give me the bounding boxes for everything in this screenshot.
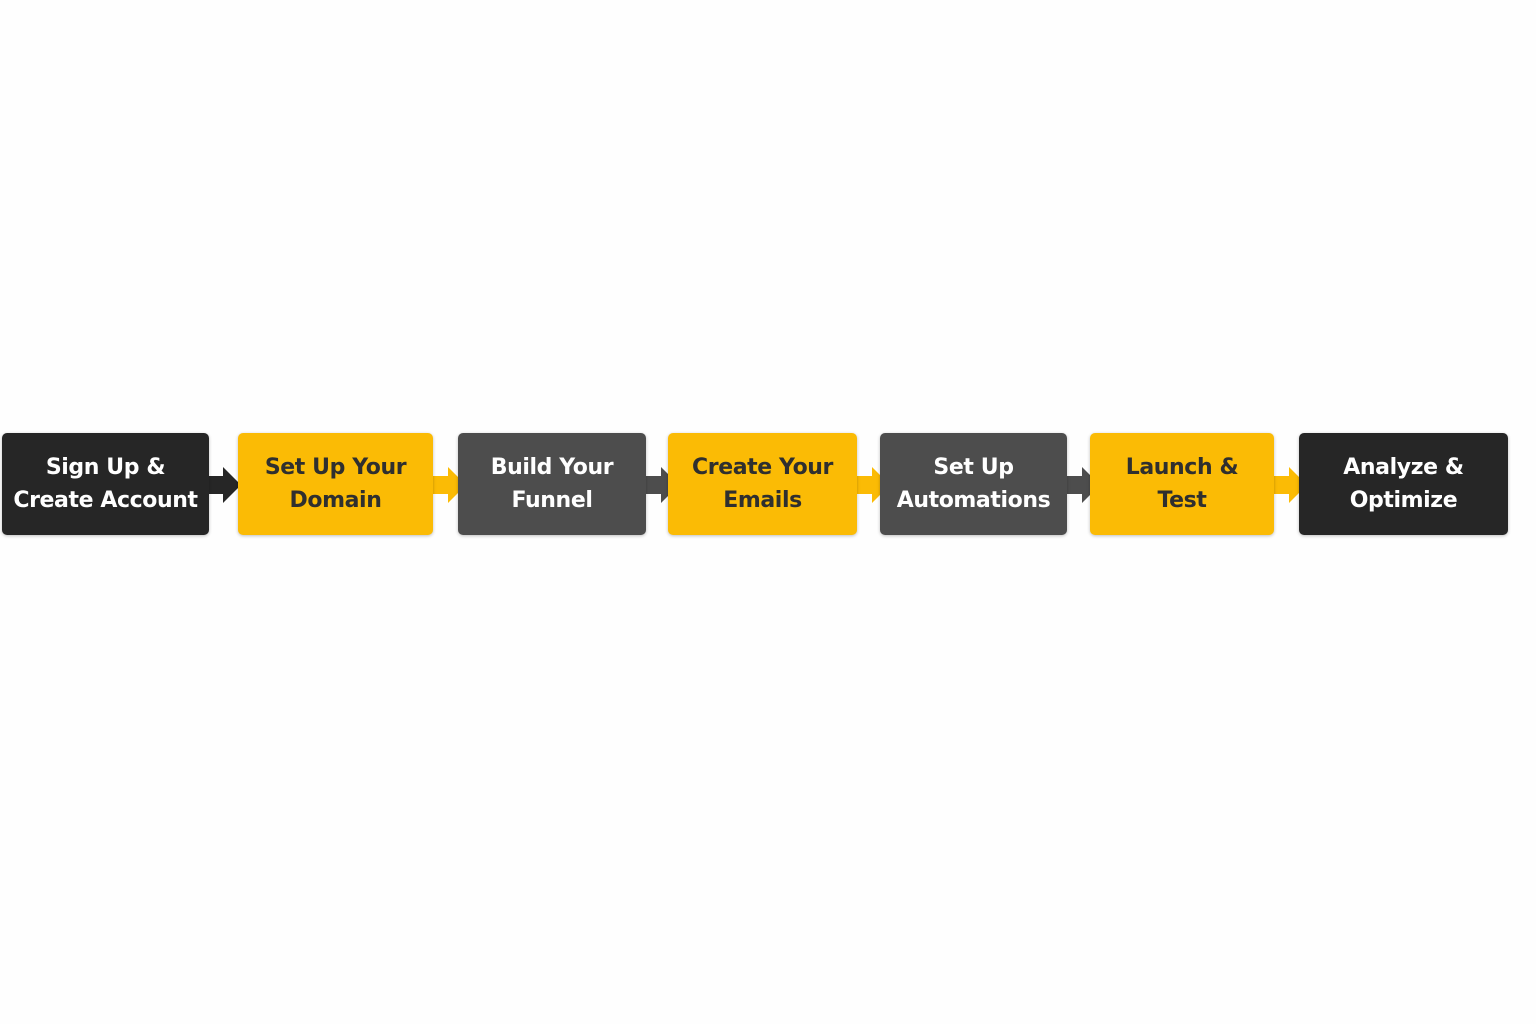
- arrow-right-icon: [432, 467, 466, 503]
- step-label: Set Up Automations: [896, 455, 1051, 513]
- step-label: Launch & Test: [1125, 455, 1239, 513]
- arrow-right-icon: [856, 467, 890, 503]
- arrow-right-icon: [645, 467, 679, 503]
- arrow-right-icon: [1273, 467, 1307, 503]
- step-build-your-funnel: Build Your Funnel: [458, 433, 646, 535]
- arrow-right-icon: [1066, 467, 1100, 503]
- step-analyze-and-optimize: Analyze & Optimize: [1299, 433, 1508, 535]
- step-launch-and-test: Launch & Test: [1090, 433, 1274, 535]
- step-sign-up-create-account: Sign Up & Create Account: [2, 433, 209, 535]
- step-label: Analyze & Optimize: [1343, 455, 1464, 513]
- step-create-your-emails: Create Your Emails: [668, 433, 857, 535]
- step-set-up-your-domain: Set Up Your Domain: [238, 433, 433, 535]
- step-label: Sign Up & Create Account: [13, 455, 198, 513]
- step-label: Set Up Your Domain: [264, 455, 407, 513]
- step-set-up-automations: Set Up Automations: [880, 433, 1067, 535]
- step-label: Build Your Funnel: [490, 455, 614, 513]
- step-label: Create Your Emails: [692, 455, 833, 513]
- arrow-right-icon: [207, 467, 241, 503]
